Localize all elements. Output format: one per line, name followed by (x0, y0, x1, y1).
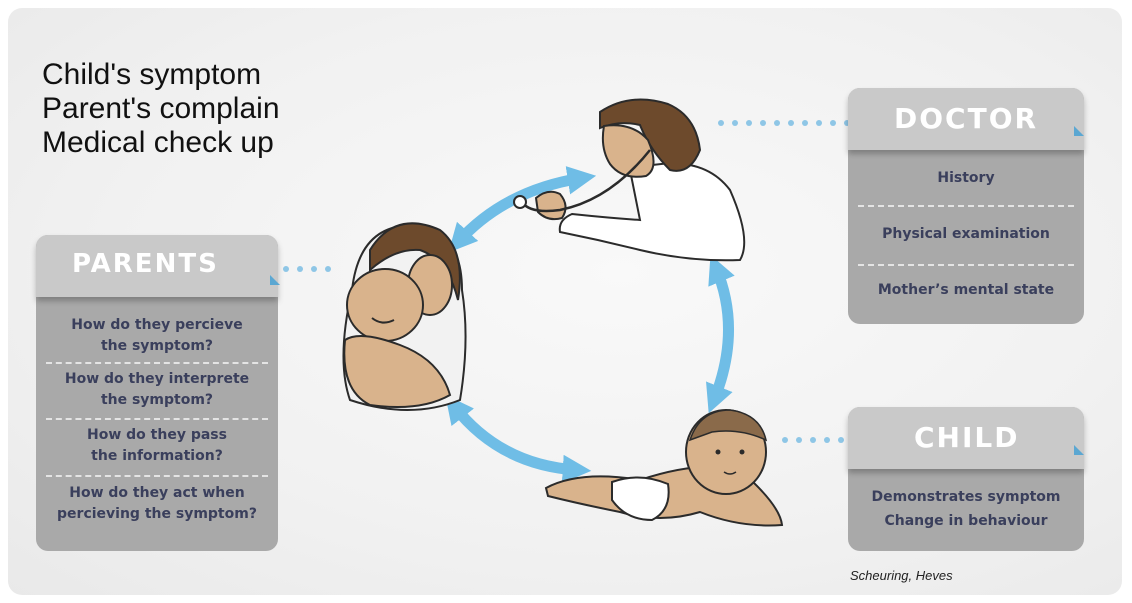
arrow-doctor-child (714, 268, 729, 400)
parents-separator-3 (46, 475, 268, 477)
doctor-title: DOCTOR (894, 102, 1038, 135)
child-box-header: CHILD (848, 407, 1084, 469)
parents-box-header: PARENTS (36, 235, 278, 297)
child-item-1: Demonstrates symptom (848, 487, 1084, 508)
child-box-fold (1074, 445, 1084, 455)
doctor-item-2: Physical examination (848, 224, 1084, 245)
doctor-item-1: History (848, 168, 1084, 189)
parents-separator-2 (46, 418, 268, 420)
doctor-box-header: DOCTOR (848, 88, 1084, 150)
parents-separator-1 (46, 362, 268, 364)
doctor-separator-2 (858, 264, 1074, 266)
doctor-connector-dots (718, 120, 864, 126)
parents-box-fold (270, 275, 280, 285)
crawling-baby-illustration (546, 410, 782, 525)
parents-title: PARENTS (72, 249, 219, 279)
credit: Scheuring, Heves (850, 568, 953, 583)
doctor-box: DOCTOR History Physical examination Moth… (848, 88, 1084, 324)
child-box: CHILD Demonstrates symptom Change in beh… (848, 407, 1084, 551)
arrow-child-parent (454, 406, 577, 470)
doctor-separator-1 (858, 205, 1074, 207)
doctor-box-fold (1074, 126, 1084, 136)
child-title: CHILD (914, 421, 1019, 454)
mother-holding-baby-illustration (343, 223, 465, 410)
child-item-2: Change in behaviour (848, 511, 1084, 532)
doctor-item-3: Mother’s mental state (848, 280, 1084, 301)
